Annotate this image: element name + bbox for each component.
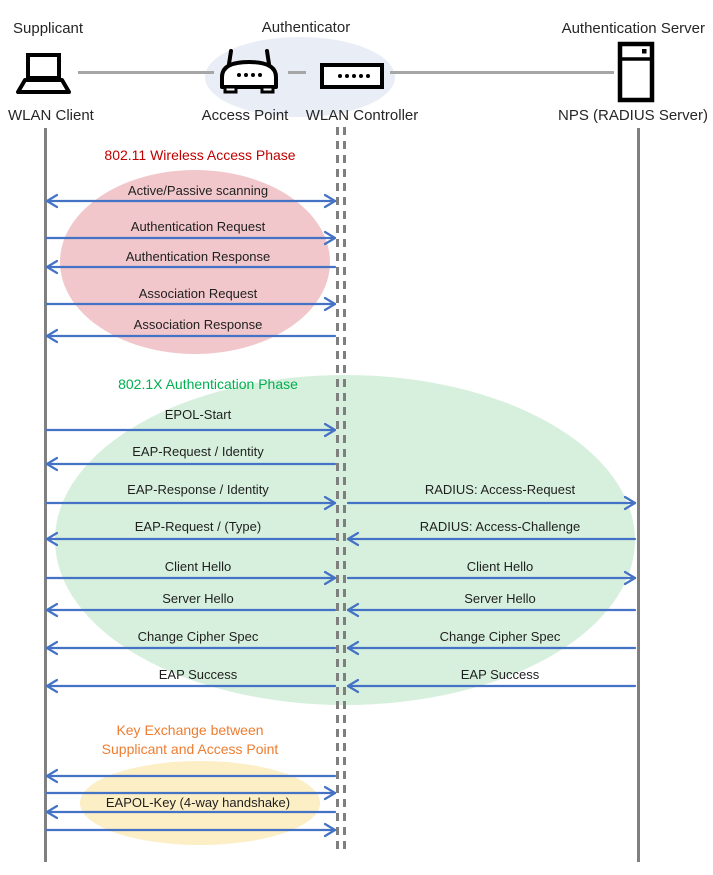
message-arrow bbox=[346, 570, 637, 586]
message-arrow bbox=[45, 531, 337, 547]
role-label-supplicant: Supplicant bbox=[13, 20, 84, 37]
laptop-icon bbox=[14, 52, 74, 98]
role-label-authenticator: Authenticator bbox=[261, 19, 351, 36]
message-label: Active/Passive scanning bbox=[127, 183, 269, 198]
lifeline-supplicant bbox=[44, 128, 47, 862]
message-arrow bbox=[45, 640, 337, 656]
message-arrow bbox=[45, 804, 337, 820]
message-arrow bbox=[346, 602, 637, 618]
message-label: Authentication Request bbox=[130, 219, 266, 234]
message-arrow bbox=[346, 495, 637, 511]
message-label: RADIUS: Access-Challenge bbox=[419, 519, 581, 534]
connector-ap-controller bbox=[288, 71, 306, 74]
message-label: RADIUS: Access-Request bbox=[424, 482, 576, 497]
message-label: EAPOL-Key (4-way handshake) bbox=[105, 795, 291, 810]
message-arrow bbox=[346, 531, 637, 547]
message-arrow bbox=[45, 768, 337, 784]
message-arrow bbox=[45, 230, 337, 246]
message-arrow bbox=[45, 570, 337, 586]
wlan-controller-icon bbox=[320, 63, 384, 89]
server-icon bbox=[617, 41, 655, 103]
phase3-title-line2: Supplicant and Access Point bbox=[101, 741, 279, 757]
lifeline-controller-right bbox=[343, 127, 346, 853]
access-point-icon bbox=[218, 48, 280, 96]
message-arrow bbox=[45, 602, 337, 618]
message-arrow bbox=[45, 328, 337, 344]
phase2-title: 802.1X Authentication Phase bbox=[118, 376, 298, 392]
message-arrow bbox=[45, 456, 337, 472]
device-label-wlan-controller: WLAN Controller bbox=[305, 107, 419, 124]
message-label: Client Hello bbox=[466, 559, 534, 574]
message-arrow bbox=[346, 640, 637, 656]
message-arrow bbox=[45, 822, 337, 838]
message-label: Authentication Response bbox=[125, 249, 271, 264]
message-arrow bbox=[45, 296, 337, 312]
message-arrow bbox=[45, 495, 337, 511]
message-label: EAP-Request / Identity bbox=[132, 444, 264, 459]
message-label: Change Cipher Spec bbox=[137, 629, 259, 644]
phase3-title-line1: Key Exchange between bbox=[116, 722, 264, 738]
message-label: EAP-Response / Identity bbox=[127, 482, 269, 497]
message-label: EPOL-Start bbox=[164, 407, 232, 422]
device-label-wlan-client: WLAN Client bbox=[8, 107, 94, 124]
message-label: Server Hello bbox=[162, 591, 234, 606]
message-label: Association Request bbox=[138, 286, 258, 301]
message-label: EAP Success bbox=[158, 667, 238, 682]
message-label: Association Response bbox=[133, 317, 263, 332]
message-arrow bbox=[346, 678, 637, 694]
connector-controller-server bbox=[390, 71, 614, 74]
phase1-title: 802.11 Wireless Access Phase bbox=[104, 147, 296, 163]
lifeline-controller-left bbox=[336, 127, 339, 853]
role-label-auth-server: Authentication Server bbox=[561, 20, 705, 37]
message-label: EAP-Request / (Type) bbox=[134, 519, 262, 534]
lifeline-auth-server bbox=[637, 128, 640, 862]
message-arrow bbox=[45, 678, 337, 694]
message-label: EAP Success bbox=[460, 667, 540, 682]
message-label: Server Hello bbox=[464, 591, 536, 606]
connector-client-ap bbox=[78, 71, 214, 74]
message-label: Change Cipher Spec bbox=[439, 629, 561, 644]
device-label-nps: NPS (RADIUS Server) bbox=[557, 107, 709, 124]
message-arrow bbox=[45, 785, 337, 801]
message-arrow bbox=[45, 193, 337, 209]
message-arrow bbox=[45, 422, 337, 438]
device-label-access-point: Access Point bbox=[201, 107, 289, 124]
message-label: Client Hello bbox=[164, 559, 232, 574]
message-arrow bbox=[45, 259, 337, 275]
